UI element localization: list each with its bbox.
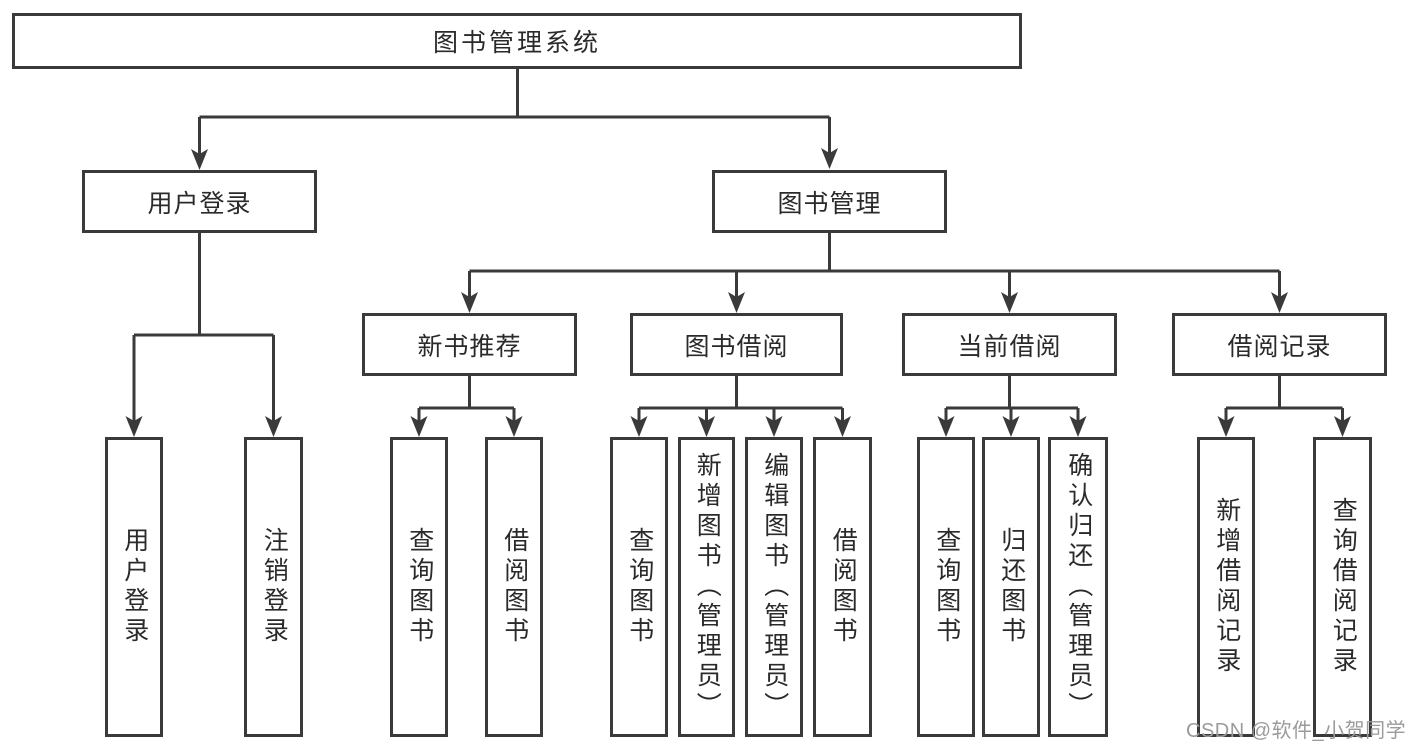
leaf-label: 新增借阅记录 — [1212, 497, 1241, 677]
arrowhead — [834, 416, 851, 437]
node-book-borrow: 图书借阅 — [630, 313, 843, 376]
arrowhead — [125, 416, 143, 437]
csdn-watermark: CSDN @软件_小贺同学 — [1186, 720, 1405, 742]
leaf-logout: 注销登录 — [244, 437, 303, 737]
leaf-label: 查询图书 — [932, 527, 961, 647]
arrowhead — [698, 416, 715, 437]
connector-book-borrow-children — [637, 376, 844, 423]
leaf-borrow-book-2: 借阅图书 — [813, 437, 872, 737]
node-borrow-records: 借阅记录 — [1172, 313, 1387, 376]
connector-borrow-records-children — [1224, 376, 1344, 423]
arrowhead — [410, 416, 428, 437]
node-root-book-management-system: 图书管理系统 — [12, 13, 1022, 69]
arrowhead — [765, 416, 783, 437]
leaf-label: 查询图书 — [405, 527, 434, 647]
leaf-label: 确认归还（管理员） — [1064, 452, 1093, 722]
leaf-confirm-return-admin: 确认归还（管理员） — [1048, 437, 1108, 737]
leaf-query-book-2: 查询图书 — [610, 437, 668, 737]
arrowhead — [728, 292, 745, 313]
arrowhead — [821, 148, 838, 169]
arrowhead — [505, 416, 523, 437]
leaf-label: 用户登录 — [120, 527, 149, 647]
connector-user-login-children — [132, 233, 275, 423]
leaf-user-login: 用户登录 — [105, 437, 163, 737]
node-new-book-recommend: 新书推荐 — [362, 313, 577, 376]
leaf-label: 借阅图书 — [500, 527, 529, 647]
leaf-add-borrow-record: 新增借阅记录 — [1197, 437, 1255, 737]
connector-new-book-children — [417, 376, 516, 423]
arrowhead — [265, 416, 282, 437]
arrowhead — [1334, 416, 1351, 437]
node-current-borrow: 当前借阅 — [902, 313, 1117, 376]
arrowhead — [1069, 416, 1087, 437]
leaf-add-book-admin: 新增图书（管理员） — [678, 437, 735, 737]
connector-root-to-level2 — [198, 69, 831, 156]
arrowhead — [937, 416, 955, 437]
leaf-query-book-3: 查询图书 — [917, 437, 975, 737]
node-book-management: 图书管理 — [712, 170, 947, 233]
leaf-label: 注销登录 — [260, 527, 289, 647]
connector-book-management-children — [468, 233, 1281, 299]
connector-current-borrow-children — [944, 376, 1080, 423]
arrowhead — [630, 416, 648, 437]
leaf-label: 查询借阅记录 — [1329, 497, 1358, 677]
arrowhead — [1271, 292, 1288, 313]
arrowhead — [1002, 416, 1020, 437]
leaf-label: 新增图书（管理员） — [693, 452, 722, 722]
leaf-label: 归还图书 — [997, 527, 1026, 647]
leaf-return-book: 归还图书 — [982, 437, 1040, 737]
leaf-edit-book-admin: 编辑图书（管理员） — [745, 437, 803, 737]
leaf-borrow-book-1: 借阅图书 — [485, 437, 543, 737]
arrowhead — [1217, 416, 1235, 437]
arrowhead — [191, 149, 208, 170]
leaf-label: 借阅图书 — [829, 527, 858, 647]
node-user-login: 用户登录 — [82, 170, 317, 233]
leaf-query-book-1: 查询图书 — [390, 437, 448, 737]
arrowhead — [461, 292, 478, 313]
leaf-label: 查询图书 — [625, 527, 654, 647]
leaf-query-borrow-record: 查询借阅记录 — [1313, 437, 1372, 737]
arrowhead — [1001, 292, 1018, 313]
leaf-label: 编辑图书（管理员） — [760, 452, 789, 722]
